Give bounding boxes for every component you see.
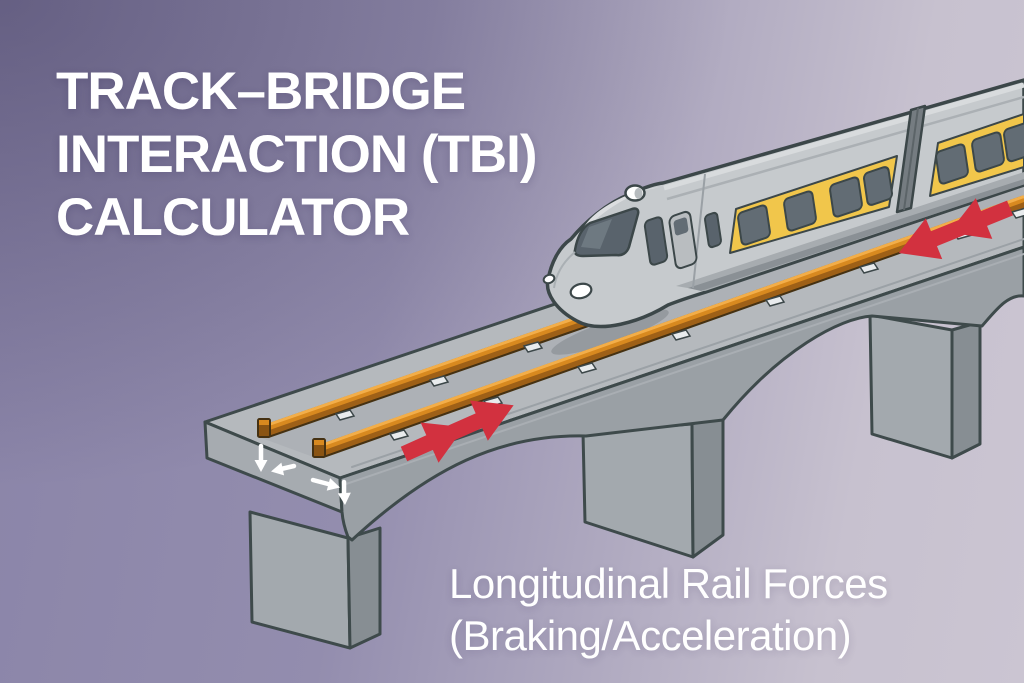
braking-force-arrow: [898, 198, 1013, 260]
deck-fascia: [338, 245, 1024, 542]
traction-force-arrow: [400, 400, 514, 463]
caption-line-1: Longitudinal Rail Forces: [449, 560, 888, 607]
force-arrows: [400, 198, 1013, 463]
roof-light: [624, 184, 646, 202]
caption-line-2: (Braking/Acceleration): [449, 612, 852, 659]
title-line-3: CALCULATOR: [56, 188, 410, 247]
page-title: TRACK–BRIDGE INTERACTION (TBI) CALCULATO…: [56, 60, 538, 249]
fascia-highlight: [345, 253, 1024, 485]
subtitle-caption: Longitudinal Rail Forces (Braking/Accele…: [449, 558, 888, 662]
title-line-1: TRACK–BRIDGE: [56, 62, 466, 121]
pier-left: [248, 510, 382, 650]
high-speed-train: [542, 78, 1024, 355]
cab-door: [668, 210, 698, 270]
pier-right: [868, 313, 982, 460]
headlights: [542, 273, 593, 300]
deck-displacement-arrows: [254, 443, 351, 505]
car-gap: [895, 104, 927, 214]
title-line-2: INTERACTION (TBI): [56, 125, 538, 184]
cab-side-window: [643, 216, 669, 266]
rail-fasteners-far: [334, 341, 544, 421]
pier-middle: [581, 412, 725, 559]
passenger-windows: [737, 121, 1024, 246]
